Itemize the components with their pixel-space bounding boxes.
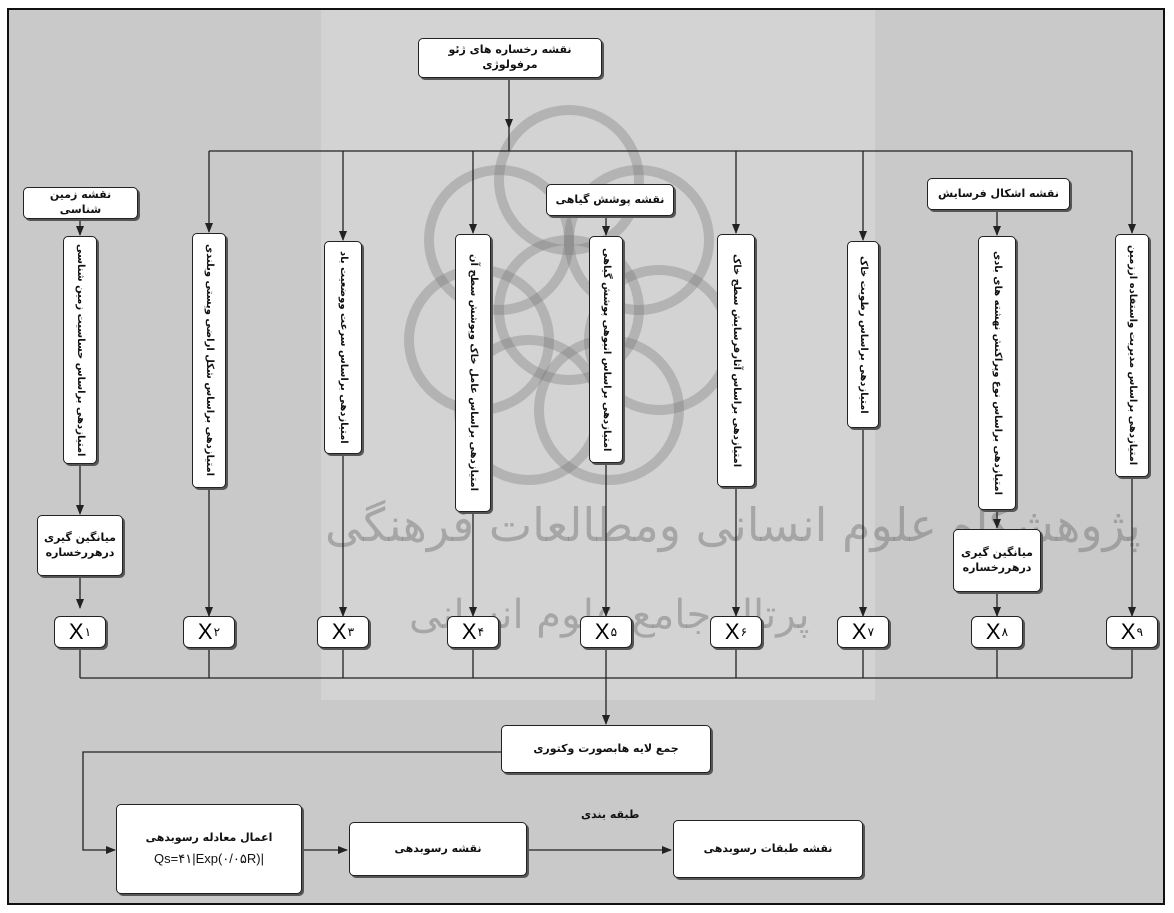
geomorphology-facies-map-label: نقشه رخساره های ژئو مرفولوژی <box>448 43 572 71</box>
factor-label-7: امتیازدهی براساس رطوبت خاک <box>858 255 869 414</box>
factor-box-8: امتیازدهی براساس نوع وپراکنش نهشته های ب… <box>978 236 1016 510</box>
sum-layers-label: جمع لایه هابصورت وکتوری <box>533 741 679 755</box>
factor-box-1: امتیازدهی براساس حساسیت زمین شناسی <box>63 236 97 464</box>
sum-layers-box: جمع لایه هابصورت وکتوری <box>501 725 711 773</box>
factor-label-3: امتیازدهی براساس سرعت ووضعیت باد <box>338 251 349 444</box>
factor-box-9: امتیازدهی براساس مدیریت واستفاده اززمین <box>1115 234 1149 477</box>
geomorphology-facies-map-box: نقشه رخساره های ژئو مرفولوژی <box>418 38 602 78</box>
averaging-line1: میانگین گیری <box>961 545 1033 559</box>
sediment-map-box: نقشه رسوبدهی <box>349 822 527 876</box>
sediment-classes-map-label: نقشه طبقات رسوبدهی <box>703 841 833 855</box>
classification-label: طبقه بندی <box>581 808 640 821</box>
factor-box-3: امتیازدهی براساس سرعت ووضعیت باد <box>324 241 362 454</box>
factor-box-5: امتیازدهی براساس انبوهی پوشش گیاهی <box>589 236 623 463</box>
factor-label-8: امتیازدهی براساس نوع وپراکنش نهشته های ب… <box>992 250 1003 495</box>
factor-label-9: امتیازدهی براساس مدیریت واستفاده اززمین <box>1127 245 1138 466</box>
sediment-classes-map-box: نقشه طبقات رسوبدهی <box>673 820 863 878</box>
erosion-forms-map-label: نقشه اشکال فرسایش <box>938 186 1059 200</box>
factor-label-2: امتیازدهی براساس شکل اراضی وپستی وبلندی <box>204 244 215 477</box>
apply-equation-label: اعمال معادله رسوبدهی <box>145 830 273 844</box>
geology-map-box: نقشه زمین شناسی <box>23 187 138 219</box>
connector-lines <box>76 78 1136 854</box>
sediment-equation: Qs=۴۱|Exp(۰/۰۵R)| <box>154 850 264 866</box>
factor-box-7: امتیازدهی براساس رطوبت خاک <box>847 241 879 428</box>
averaging-line1: میانگین گیری <box>44 530 116 544</box>
vegetation-map-box: نقشه پوشش گیاهی <box>546 184 674 216</box>
factor-label-5: امتیازدهی براساس انبوهی پوشش گیاهی <box>601 247 612 452</box>
factor-label-6: امتیازدهی براساس آثارفرسایش سطح خاک <box>731 253 742 468</box>
averaging-box-aeolian: میانگین گیری درهررخساره <box>953 529 1041 592</box>
factor-box-2: امتیازدهی براساس شکل اراضی وپستی وبلندی <box>192 233 226 488</box>
averaging-line2: درهررخساره <box>962 560 1032 574</box>
averaging-line2: درهررخساره <box>45 545 115 559</box>
factor-label-1: امتیازدهی براساس حساسیت زمین شناسی <box>75 243 86 457</box>
diagram-frame: پژوهشگاه علوم انسانی ومطالعات فرهنگی پرت… <box>7 8 1165 905</box>
factor-box-6: امتیازدهی براساس آثارفرسایش سطح خاک <box>717 234 755 487</box>
apply-equation-box: اعمال معادله رسوبدهی Qs=۴۱|Exp(۰/۰۵R)| <box>116 804 302 894</box>
sediment-map-label: نقشه رسوبدهی <box>394 841 482 855</box>
averaging-box-geology: میانگین گیری درهررخساره <box>37 515 123 576</box>
vegetation-map-label: نقشه پوشش گیاهی <box>555 192 665 206</box>
geology-map-label: نقشه زمین شناسی <box>49 188 112 216</box>
factor-box-4: امتیازدهی براساس عامل خاک وپوشش سطح آن <box>455 234 491 512</box>
erosion-forms-map-box: نقشه اشکال فرسایش <box>927 178 1070 210</box>
factor-label-4: امتیازدهی براساس عامل خاک وپوشش سطح آن <box>468 254 479 492</box>
